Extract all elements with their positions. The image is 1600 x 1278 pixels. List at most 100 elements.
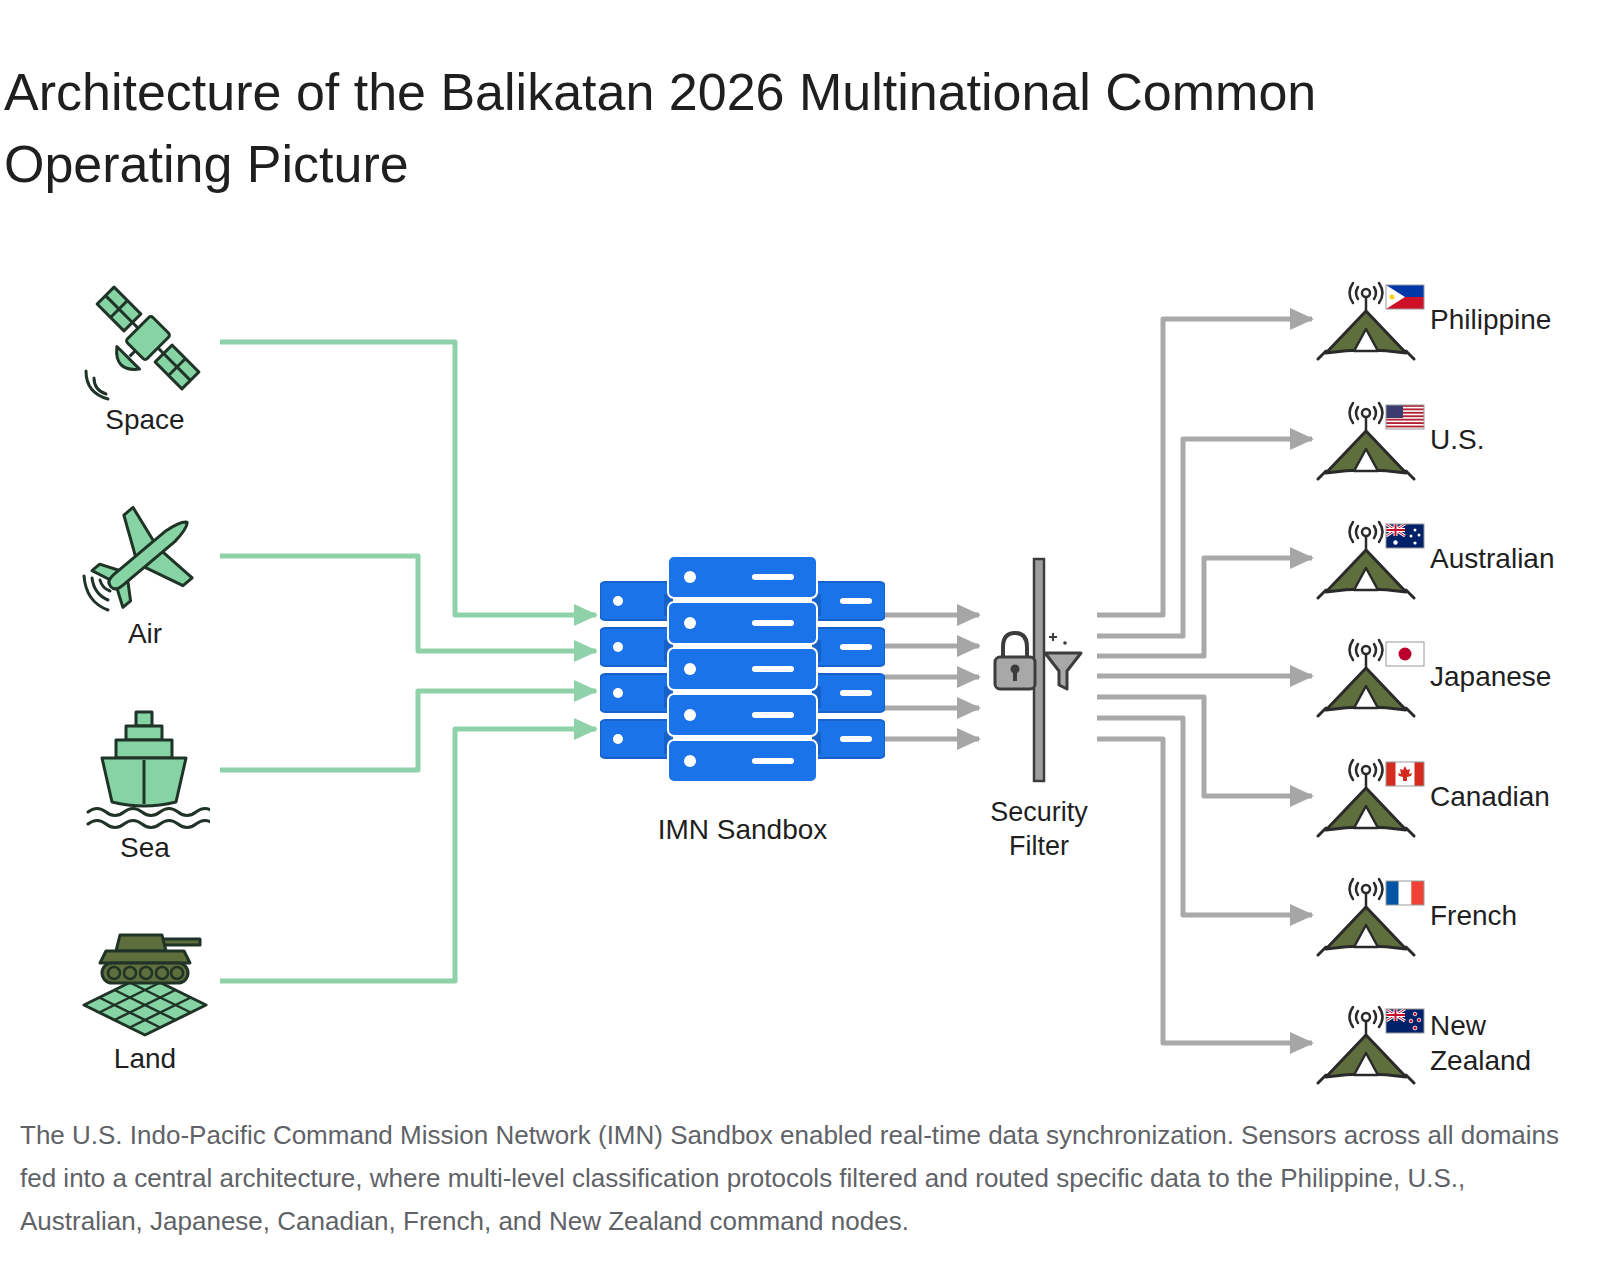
- icon-part: [130, 983, 191, 1013]
- icon-part: [1365, 774, 1368, 788]
- icon-part: [1418, 534, 1421, 537]
- icon-part: [995, 657, 1035, 689]
- icon-part: [1386, 1009, 1405, 1021]
- icon-part: [1365, 1021, 1368, 1035]
- node-label: Space: [105, 404, 184, 436]
- tent-icon: [1314, 754, 1428, 838]
- icon-part: [1386, 881, 1424, 905]
- icon-part: [1356, 883, 1358, 895]
- command-node: Japanese: [1314, 634, 1551, 718]
- icon-part: [1413, 1026, 1417, 1030]
- icon-part: [1374, 526, 1376, 538]
- icon-part: [1365, 417, 1368, 431]
- icon-part: [1350, 1007, 1354, 1027]
- icon-part: [1386, 285, 1405, 309]
- icon-part: [613, 596, 623, 606]
- icon-part: [1362, 289, 1370, 297]
- icon-part: [1386, 285, 1424, 309]
- icon-part: [1379, 403, 1383, 423]
- node-label: U.S.: [1430, 422, 1484, 457]
- flow-arrow: [1097, 718, 1312, 915]
- icon-part: [1386, 524, 1405, 536]
- icon-part: [1003, 633, 1027, 657]
- icon-part: [80, 283, 203, 402]
- icon-part: [1411, 881, 1424, 905]
- icon-part: [684, 617, 696, 629]
- icon-part: [1386, 1009, 1405, 1021]
- icon-part: [1326, 1035, 1406, 1077]
- icon-part: [1386, 1009, 1405, 1021]
- icon-part: [140, 967, 152, 979]
- command-node: French: [1314, 873, 1517, 957]
- icon-part: [1362, 885, 1370, 893]
- icon-part: [1326, 550, 1406, 592]
- icon-part: [1063, 641, 1067, 645]
- icon-part: [684, 663, 696, 675]
- flow-arrow: [885, 737, 979, 742]
- flow-arrow: [1097, 674, 1312, 679]
- icon-part: [840, 736, 872, 742]
- icon-part: [136, 712, 152, 726]
- icon-part: [99, 983, 191, 1028]
- domain-icon: [80, 710, 210, 830]
- command-node: New Zealand: [1314, 1001, 1558, 1085]
- domain-node: Air: [70, 496, 220, 650]
- flow-arrow: [885, 644, 979, 649]
- domain-node: Land: [70, 921, 220, 1075]
- icon-part: [1386, 524, 1405, 536]
- icon-part: [1414, 529, 1417, 532]
- icon-part: [1386, 1009, 1405, 1021]
- icon-part: [668, 694, 817, 736]
- figure-caption: The U.S. Indo-Pacific Command Mission Ne…: [20, 1114, 1580, 1243]
- icon-part: [1326, 907, 1406, 949]
- icon-part: [684, 709, 696, 721]
- flow-arrow: [1097, 739, 1312, 1043]
- icon-part: [100, 951, 190, 963]
- icon-part: [1386, 762, 1396, 786]
- icon-part: [1354, 449, 1378, 471]
- node-label: Security Filter: [981, 795, 1097, 863]
- icon-part: [1374, 287, 1376, 299]
- icon-part: [1398, 766, 1412, 781]
- icon-part: [1413, 541, 1416, 544]
- icon-part: [1415, 762, 1425, 786]
- icon-part: [1386, 1009, 1405, 1021]
- icon-part: [1417, 1018, 1421, 1022]
- icon-part: [102, 712, 186, 806]
- icon-part: [600, 582, 672, 620]
- icon-part: [1374, 883, 1376, 895]
- icon-part: [813, 674, 885, 712]
- icon-part: [1386, 762, 1424, 786]
- flow-arrow: [220, 556, 596, 651]
- icon-part: [84, 576, 108, 610]
- icon-part: [88, 809, 210, 828]
- icon-part: [1386, 1009, 1424, 1033]
- icon-part: [1049, 633, 1057, 641]
- icon-part: [1379, 1007, 1383, 1027]
- icon-part: [1386, 405, 1424, 429]
- icon-part: [1374, 407, 1376, 419]
- icon-part: [1326, 668, 1406, 710]
- icon-part: [1350, 403, 1354, 423]
- tent-icon: [1314, 277, 1428, 361]
- icon-part: [1386, 524, 1405, 536]
- icon-part: [102, 963, 188, 983]
- icon-part: [1356, 1011, 1358, 1023]
- flow-arrow: [885, 613, 979, 618]
- icon-part: [1386, 1009, 1424, 1033]
- domain-node: Space: [70, 282, 220, 436]
- icon-part: [1399, 648, 1412, 661]
- icon-part: [1390, 295, 1395, 300]
- icon-part: [130, 351, 136, 357]
- command-node: Canadian: [1314, 754, 1550, 838]
- icon-part: [1386, 426, 1424, 428]
- icon-part: [1386, 419, 1424, 421]
- icon-part: [80, 496, 210, 616]
- icon-part: [156, 967, 168, 979]
- tent-icon: [1314, 634, 1428, 718]
- icon-part: [840, 690, 872, 696]
- icon-part: [1356, 526, 1358, 538]
- icon-part: [684, 571, 696, 583]
- diagram-title: Architecture of the Balikatan 2026 Multi…: [4, 56, 1504, 200]
